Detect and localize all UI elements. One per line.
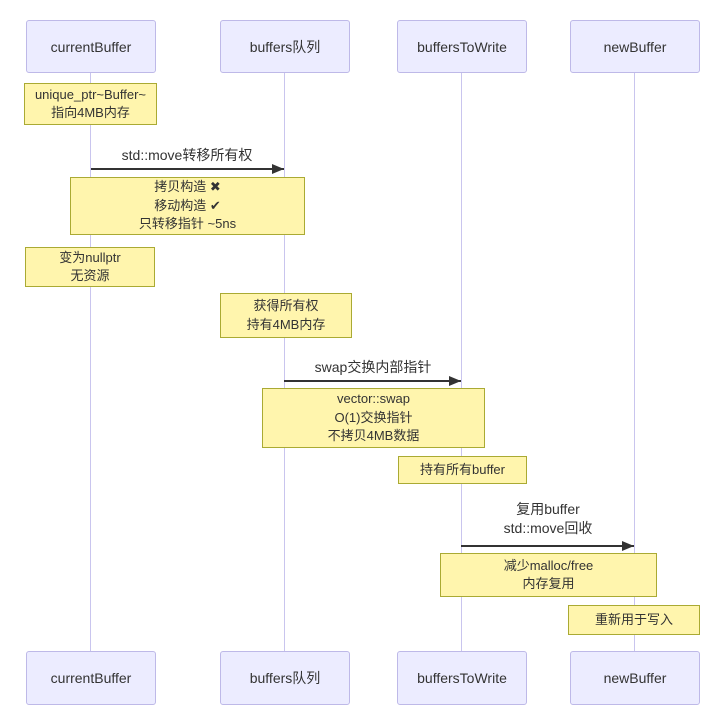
participant-top-newbuffer: newBuffer [570,20,700,73]
message-arrow-stdmove [91,168,284,170]
note-line: 减少malloc/free [503,557,594,573]
arrowhead-icon [272,164,284,174]
message-label-line: std::move回收 [503,519,593,536]
participant-label: buffersToWrite [417,38,507,55]
note-line: 变为nullptr [59,249,121,265]
note-ownership: 获得所有权 持有4MB内存 [220,293,352,338]
participant-label: buffers队列 [249,670,321,686]
note-nullptr: 变为nullptr 无资源 [25,247,155,287]
message-label-line: 复用buffer [516,501,580,517]
note-vector-swap: vector::swap O(1)交换指针 不拷贝4MB数据 [262,388,485,448]
note-line: unique_ptr~Buffer~ [34,86,147,102]
message-arrow-reuse [461,545,634,547]
note-copy-vs-move: 拷贝构造 ✖ 移动构造 ✔ 只转移指针 ~5ns [70,177,305,235]
note-line: 移动构造 ✔ [154,197,221,213]
note-line: 获得所有权 [253,298,319,314]
message-label-swap: swap交换内部指针 [314,359,432,375]
participant-top-buffers-queue: buffers队列 [220,20,350,73]
participant-label: buffers队列 [249,38,321,55]
note-line: 只转移指针 ~5ns [138,216,237,232]
note-reused-for-writing: 重新用于写入 [568,605,700,635]
note-line: vector::swap [337,391,410,407]
note-line: 指向4MB内存 [51,105,130,120]
participant-bottom-buffers-queue: buffers队列 [220,651,350,705]
participant-bottom-bufferstowrite: buffersToWrite [397,651,527,705]
note-line: 无资源 [70,268,110,283]
lifeline-currentbuffer [90,73,91,651]
note-uniqueptr: unique_ptr~Buffer~ 指向4MB内存 [24,83,157,125]
lifeline-newbuffer [634,73,635,651]
note-line: O(1)交换指针 [334,409,413,425]
note-line: 不拷贝4MB数据 [327,428,420,444]
note-line: 内存复用 [522,576,575,591]
lifeline-buffers-queue [284,73,285,651]
participant-label: currentBuffer [50,670,132,686]
arrowhead-icon [449,376,461,386]
participant-label: buffersToWrite [417,670,507,686]
participant-top-currentbuffer: currentBuffer [26,20,156,73]
note-line: 重新用于写入 [594,611,673,627]
participant-label: currentBuffer [50,38,132,55]
participant-bottom-currentbuffer: currentBuffer [26,651,156,705]
note-line: 持有所有buffer [419,461,505,477]
message-arrow-swap [284,380,461,382]
participant-bottom-newbuffer: newBuffer [570,651,700,705]
arrowhead-icon [622,541,634,551]
note-malloc-free: 减少malloc/free 内存复用 [440,553,657,597]
message-label-stdmove: std::move转移所有权 [121,147,253,163]
note-line: 拷贝构造 ✖ [154,179,221,195]
participant-label: newBuffer [603,38,667,55]
lifeline-bufferstowrite [461,73,462,651]
message-label-reuse: 复用buffer std::move回收 [504,500,593,538]
note-line: 持有4MB内存 [246,316,326,332]
participant-label: newBuffer [603,670,667,686]
participant-top-bufferstowrite: buffersToWrite [397,20,527,73]
note-holds-all-buffers: 持有所有buffer [398,456,527,484]
